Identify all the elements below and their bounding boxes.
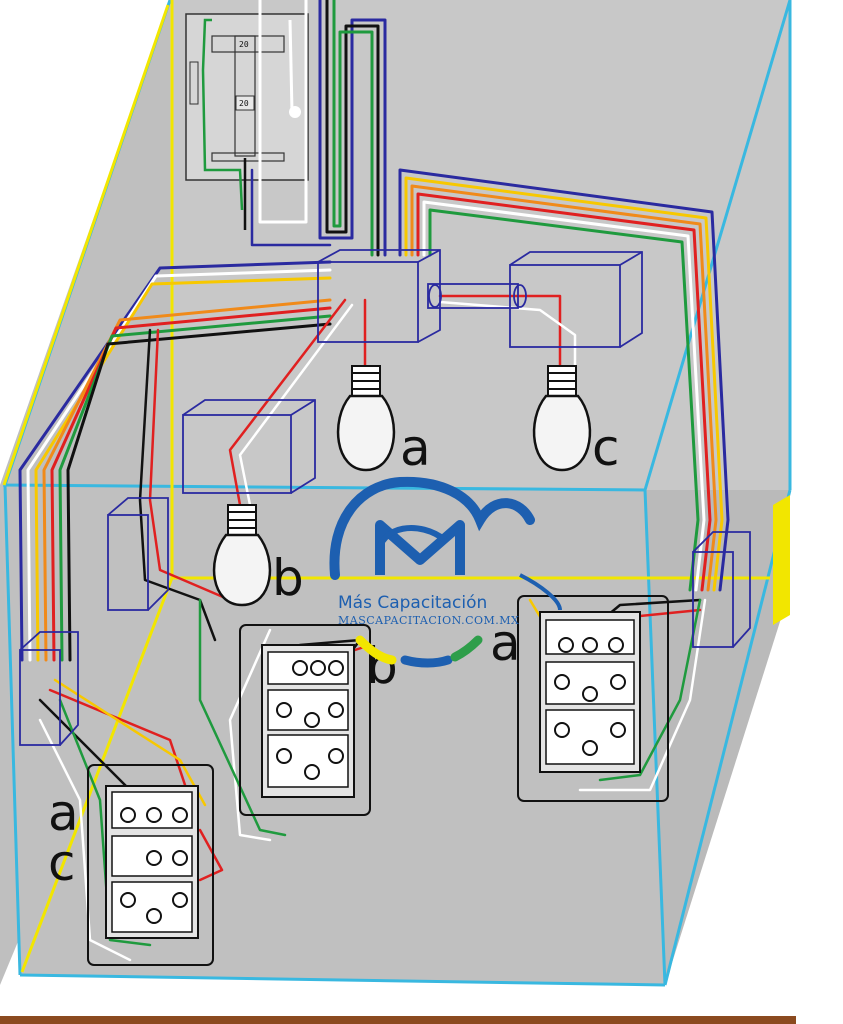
logo-blue-arc [400, 655, 453, 668]
yellow-marker-right [773, 495, 790, 625]
lamp-c [532, 365, 592, 472]
watermark-name: Más Capacitación [338, 593, 487, 613]
logo-tail [519, 573, 562, 611]
junction-boxes [19, 249, 751, 746]
switch-plate-left [87, 764, 214, 966]
logo-arc-m [329, 476, 535, 580]
junction-box-center [317, 249, 441, 343]
switch-left-bottom-label: c [48, 834, 76, 892]
lamp-c-label: c [592, 419, 620, 477]
lamp-a [336, 365, 396, 472]
switch-a-right-label: a [490, 614, 521, 672]
junction-box-lamp-b [182, 399, 316, 494]
watermark-logo: Más Capacitación MASCAPACITACION.COM.MX [329, 476, 562, 668]
breaker-top-value: 20 [239, 40, 249, 49]
breaker-bottom-value: 20 [239, 99, 249, 108]
lamp-b-label: b [272, 549, 304, 607]
switch-plate-b [239, 624, 371, 816]
logo-green-arc [450, 635, 483, 662]
watermark-url: MASCAPACITACION.COM.MX [338, 614, 519, 627]
yellow-edge-floor-left [20, 577, 174, 973]
footer-bar [0, 1016, 796, 1024]
switch-left-top-label: a [48, 784, 79, 842]
lamp-a-label: a [400, 419, 431, 477]
breaker-panel: 20 20 [185, 13, 309, 230]
wall-box-left-upper [107, 497, 169, 611]
cyan-edge-front-left [3, 484, 22, 976]
cyan-edge-back-right [663, 489, 792, 986]
cyan-edge-bottom [19, 973, 666, 987]
switch-plate-a-right [517, 595, 669, 802]
yellow-edge-left-top [2, 4, 170, 486]
wall-box-right [692, 531, 751, 648]
back-wall [170, 0, 790, 490]
cyan-edge-front-right [643, 489, 667, 986]
right-floor [645, 490, 790, 985]
junction-box-lamp-c [509, 251, 643, 348]
wall-box-left-lower [19, 631, 79, 746]
logo-yellow-arc [355, 635, 397, 665]
lamp-b [212, 504, 272, 607]
logo-swoosh-c [375, 525, 447, 556]
conduit-to-lamp-c [427, 283, 527, 309]
